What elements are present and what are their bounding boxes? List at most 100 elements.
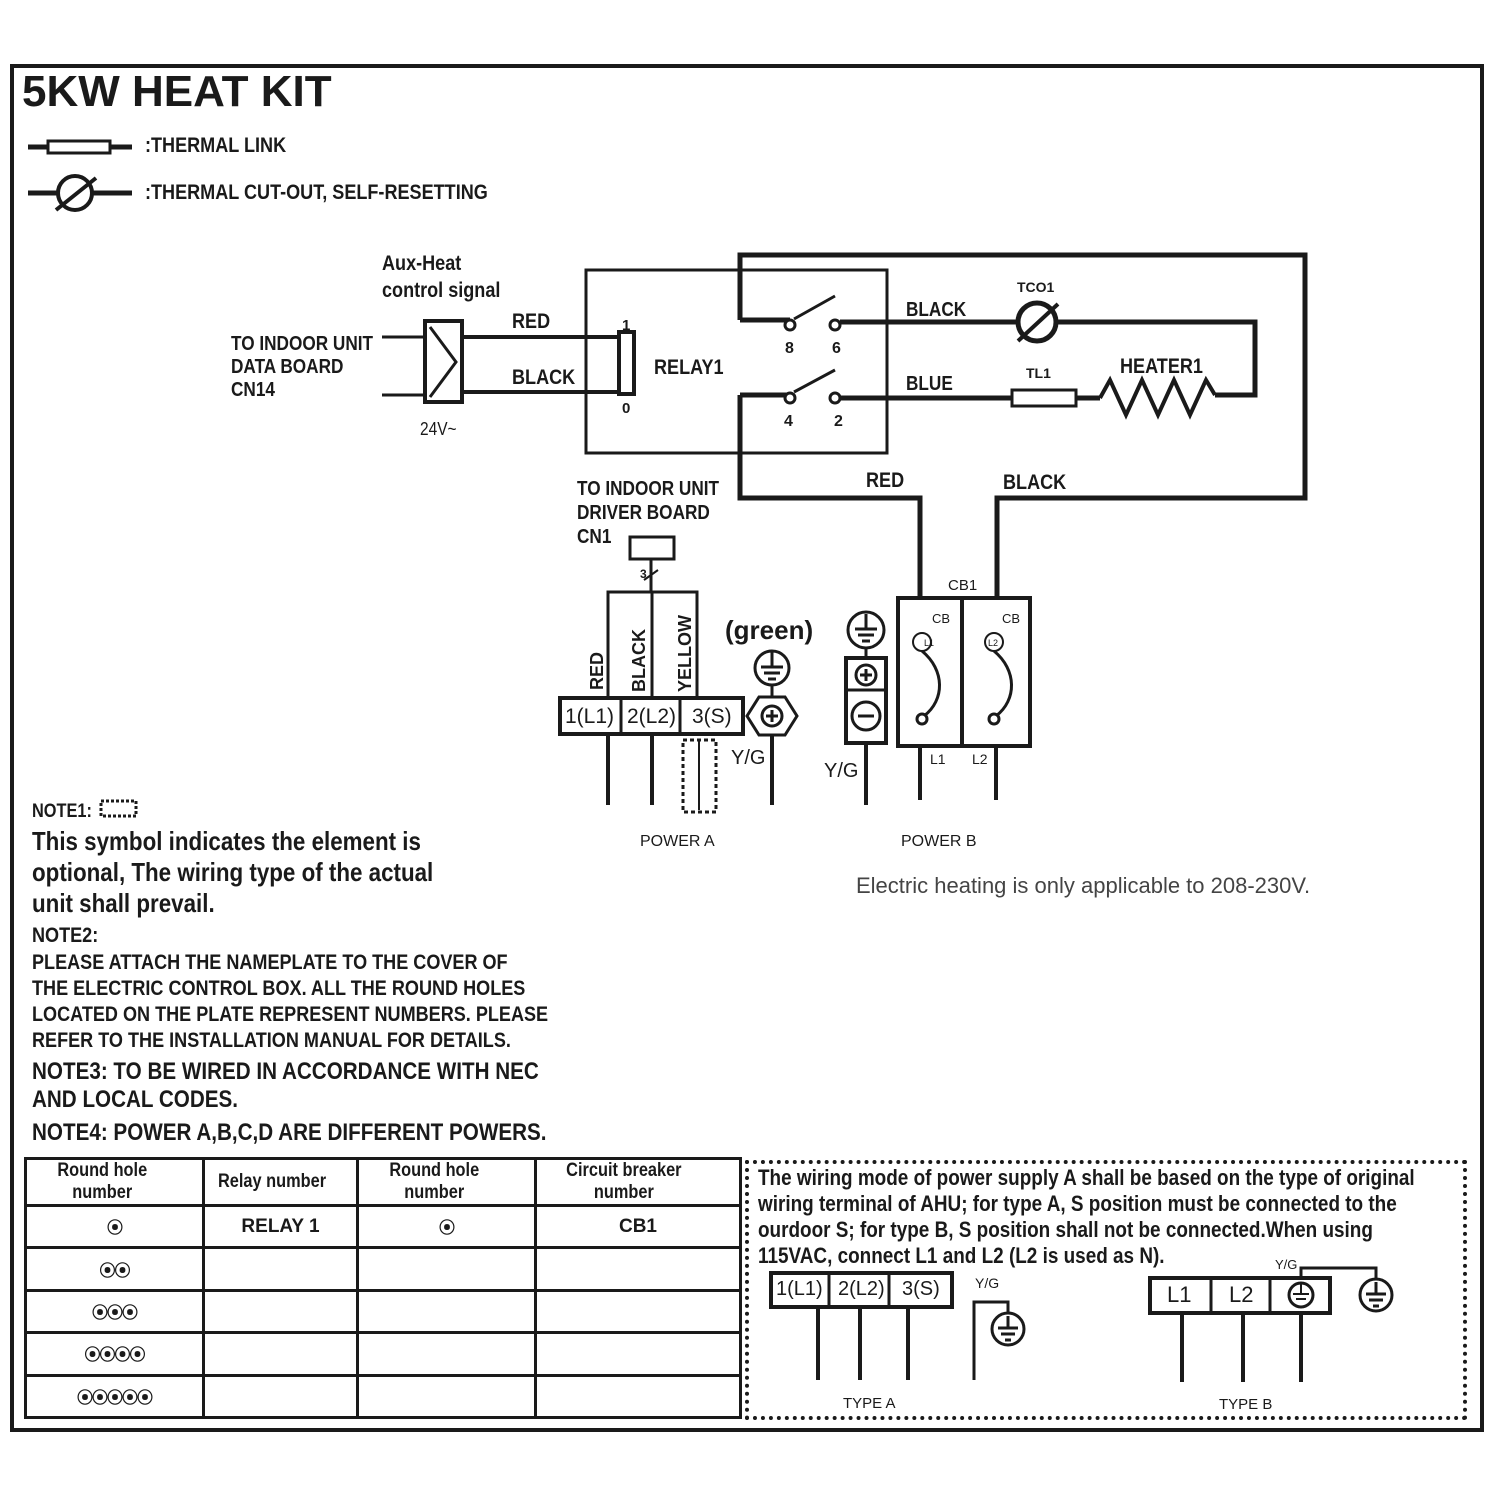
cb1-label: CB1 <box>948 577 978 594</box>
hole-number-table: Round hole number Relay number Round hol… <box>24 1157 742 1420</box>
power-a-wire-red: RED <box>587 652 607 690</box>
relay-pin-6: 6 <box>832 340 841 357</box>
cb-wire-black: BLACK <box>1003 471 1067 494</box>
thermal-cutout-legend-icon <box>28 174 132 212</box>
l1-label: L1 <box>930 751 946 767</box>
table-header-circuit-breaker: Circuit breaker number <box>534 1157 742 1207</box>
legend-thermal-link: :THERMAL LINK <box>145 134 287 157</box>
relay-number-cell <box>202 1288 359 1335</box>
relay-switch-upper <box>783 294 842 332</box>
wire-count: 3 <box>640 567 647 581</box>
round-hole-icons: ⦿⦿⦿⦿ <box>84 1347 145 1365</box>
type-b-terminal-l2: L2 <box>1229 1282 1254 1307</box>
terminal-3-s: 3(S) <box>692 705 732 728</box>
voltage-note: Electric heating is only applicable to 2… <box>856 873 1311 898</box>
breaker-l1-icon <box>912 632 941 726</box>
note1-heading: NOTE1: <box>32 801 92 822</box>
ground-icon-power-a <box>753 649 791 687</box>
wiring-mode-box <box>745 1160 1467 1420</box>
round-hole-icons: ⦿ <box>438 1220 455 1238</box>
tl1-thermal-link-icon <box>1010 388 1078 408</box>
relay-number-cell <box>202 1331 359 1377</box>
control-input-wires <box>382 335 620 397</box>
voltage-label: 24V~ <box>420 419 457 439</box>
round-hole-cell: ⦿⦿⦿⦿ <box>24 1331 205 1377</box>
round-hole-cell: ⦿ <box>24 1203 205 1250</box>
round-hole-cell-2 <box>356 1373 537 1420</box>
circuit-breaker-cell <box>534 1331 742 1377</box>
diode-icon <box>423 319 464 404</box>
table-row: ⦿⦿ <box>24 1246 742 1292</box>
relay-number-cell: RELAY 1 <box>202 1203 359 1250</box>
table-header-relay: Relay number <box>202 1157 359 1207</box>
type-a-yg-label: Y/G <box>975 1275 1000 1291</box>
thermal-link-legend-icon <box>28 139 132 155</box>
round-hole-cell: ⦿⦿⦿⦿⦿ <box>24 1373 205 1420</box>
legend-thermal-cutout: :THERMAL CUT-OUT, SELF-RESETTING <box>145 181 488 204</box>
wiring-mode-text: The wiring mode of power supply A shall … <box>758 1165 1415 1268</box>
cb-wire-red: RED <box>866 469 905 492</box>
relay1-label: RELAY1 <box>654 356 724 379</box>
type-a-label: TYPE A <box>843 1395 896 1412</box>
round-hole-cell-2 <box>356 1288 537 1335</box>
type-a-terminal-3: 3(S) <box>902 1278 940 1300</box>
breaker-l1-small-label: L1 <box>924 638 934 648</box>
round-hole-cell-2 <box>356 1246 537 1292</box>
power-b-label: POWER B <box>901 833 977 850</box>
table-row: ⦿ RELAY 1 ⦿ CB1 <box>24 1203 742 1250</box>
driver-board-label: DRIVER BOARD <box>577 502 710 524</box>
relay-number-cell <box>202 1246 359 1292</box>
note2-heading: NOTE2: <box>32 924 99 947</box>
power-b-yg-label: Y/G <box>824 760 859 782</box>
round-hole-cell-2: ⦿ <box>356 1203 537 1250</box>
type-a-terminal-block <box>769 1271 954 1309</box>
type-b-ground-icon <box>1358 1277 1394 1313</box>
cb-right-label: CB <box>1002 611 1021 626</box>
heater-supply-wire <box>737 252 1308 598</box>
control-wire-black: BLACK <box>512 366 576 389</box>
note3-text: NOTE3: TO BE WIRED IN ACCORDANCE WITH NE… <box>32 1058 539 1113</box>
power-a-yg-label: Y/G <box>731 747 766 769</box>
heater-wire-blue: BLUE <box>906 373 953 395</box>
ground-icon-power-b <box>846 610 886 650</box>
type-a-terminal-1: 1(L1) <box>776 1278 823 1300</box>
power-a-terminal-block <box>558 696 745 736</box>
control-signal-label: control signal <box>382 279 501 302</box>
cn1-label: CN1 <box>577 526 612 548</box>
page-title: 5KW HEAT KIT <box>22 67 332 116</box>
l2-label: L2 <box>972 751 988 767</box>
note4-text: NOTE4: POWER A,B,C,D ARE DIFFERENT POWER… <box>32 1119 547 1146</box>
terminal-1-l1: 1(L1) <box>565 705 615 728</box>
round-hole-cell-2 <box>356 1331 537 1377</box>
type-b-ground-terminal-icon <box>1287 1281 1315 1309</box>
circuit-breaker-cell: CB1 <box>534 1203 742 1250</box>
type-a-terminal-2: 2(L2) <box>838 1278 885 1300</box>
cn1-connector <box>628 535 676 561</box>
heater-wire-black: BLACK <box>906 299 967 321</box>
type-b-terminal-l1: L1 <box>1167 1282 1192 1307</box>
round-hole-icons: ⦿ <box>106 1220 123 1238</box>
relay-box <box>584 268 889 455</box>
round-hole-cell: ⦿⦿⦿ <box>24 1288 205 1335</box>
table-row: ⦿⦿⦿⦿⦿ <box>24 1373 742 1420</box>
green-label: (green) <box>725 615 814 645</box>
type-b-yg-label: Y/G <box>1275 1257 1298 1272</box>
round-hole-icons: ⦿⦿ <box>99 1262 130 1280</box>
type-a-ground-icon <box>990 1311 1026 1347</box>
power-a-wire-black: BLACK <box>629 629 649 692</box>
relay-pin-2: 2 <box>834 413 843 430</box>
relay-pin-1: 1 <box>622 317 630 334</box>
round-hole-icons: ⦿⦿⦿ <box>91 1304 138 1322</box>
cb-left-label: CB <box>932 611 951 626</box>
terminal-2-l2: 2(L2) <box>627 705 677 728</box>
round-hole-cell: ⦿⦿ <box>24 1246 205 1292</box>
relay-coil-icon <box>617 330 636 396</box>
heater1-label: HEATER1 <box>1120 355 1203 378</box>
table-row: ⦿⦿⦿⦿ <box>24 1331 742 1377</box>
table-header-round-hole: Round hole number <box>24 1157 205 1207</box>
circuit-breaker-cell <box>534 1246 742 1292</box>
diagram-frame <box>10 64 1484 1432</box>
type-b-label: TYPE B <box>1219 1396 1273 1413</box>
